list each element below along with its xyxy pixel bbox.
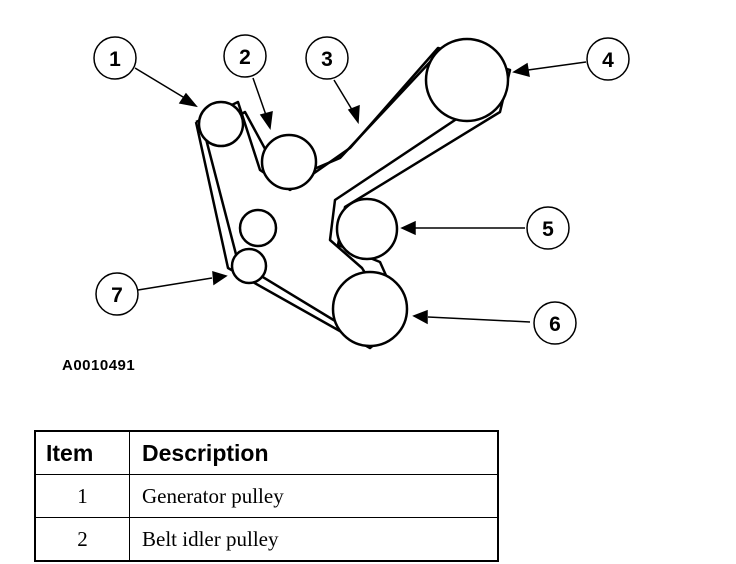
arrowhead-1 [178,92,198,108]
callout-label-4: 4 [602,49,614,72]
leader-line-1 [134,67,189,101]
leader-line-3 [333,79,355,114]
arrowhead-2 [259,110,273,131]
legend-table: Item Description 1 Generator pulley 2 Be… [34,430,499,562]
pulley-6 [331,270,409,348]
generator-pulley [197,100,245,148]
table-row: 1 Generator pulley [34,474,499,518]
belt-idler-pulley [260,133,318,191]
callout-label-7: 7 [111,284,123,307]
legend-header-row: Item Description [34,430,499,475]
belt-routing-diagram: 1 2 3 4 5 6 7 [93,34,630,350]
row-description: Generator pulley [129,474,499,518]
small-pulley-upper [238,208,278,248]
row-item: 1 [34,474,130,518]
arrowhead-6 [412,309,428,325]
callout-circle-5 [526,206,570,250]
header-item: Item [34,430,130,475]
arrowhead-5 [400,220,416,236]
figure-id-label: A0010491 [62,357,136,374]
leader-line-6 [427,316,531,323]
leader-line-2 [252,77,268,119]
leader-line-7 [137,277,213,291]
callout-label-5: 5 [542,218,554,241]
pulley-5 [335,197,399,261]
table-row: 2 Belt idler pulley [34,517,499,562]
row-item: 2 [34,517,130,562]
callout-label-2: 2 [239,46,251,69]
header-description: Description [129,430,499,475]
callout-circle-6 [533,301,577,345]
leader-line-4 [527,61,587,71]
callout-label-1: 1 [109,48,121,71]
callout-circle-1 [93,36,137,80]
callout-label-6: 6 [549,313,561,336]
small-pulley-lower [230,247,268,285]
arrowhead-7 [212,270,228,286]
callout-circle-4 [586,37,630,81]
callout-label-3: 3 [321,48,333,71]
arrowhead-4 [512,62,530,78]
callout-circle-7 [95,272,139,316]
callout-circle-2 [223,34,267,78]
pulley-4 [424,37,510,123]
row-description: Belt idler pulley [129,517,499,562]
callout-circle-3 [305,36,349,80]
arrowhead-3 [347,104,360,125]
